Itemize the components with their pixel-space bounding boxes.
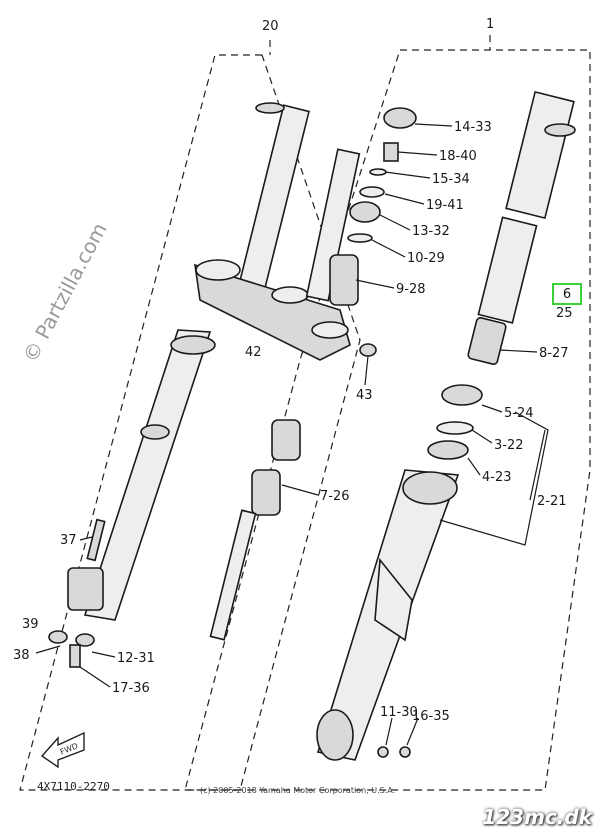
seal-stack: [427, 384, 483, 460]
callout-16-35: 16-35: [412, 709, 450, 724]
callout-39: 39: [22, 617, 39, 632]
label-right-assembly: 1: [486, 17, 494, 32]
brand-logo: 123mc.dk: [482, 805, 592, 829]
callout-43: 43: [356, 388, 373, 403]
copyright-text: (c) 2005-2018 Yamaha Motor Corporation, …: [200, 786, 396, 795]
damper-parts: [347, 107, 417, 243]
left-fork-outer: [67, 329, 216, 621]
diagram-code: 4X7110-2270: [37, 780, 110, 793]
callout-13-32: 13-32: [412, 224, 450, 239]
right-fork-tube: [467, 90, 576, 365]
callout-17-36: 17-36: [112, 681, 150, 696]
callout-18-40: 18-40: [439, 149, 477, 164]
callout-10-29: 10-29: [407, 251, 445, 266]
callout-7-26: 7-26: [320, 489, 350, 504]
fwd-arrow-icon: FWD: [40, 731, 85, 769]
callout-25: 25: [556, 306, 573, 321]
callout-42: 42: [245, 345, 262, 360]
callout-15-34: 15-34: [432, 172, 470, 187]
callout-8-27: 8-27: [539, 346, 569, 361]
center-stem: [209, 148, 361, 641]
callout-2-21: 2-21: [537, 494, 567, 509]
callout-14-33: 14-33: [454, 120, 492, 135]
callout-3-22: 3-22: [494, 438, 524, 453]
callout-9-28: 9-28: [396, 282, 426, 297]
left-fork-tube: [231, 102, 310, 317]
callout-19-41: 19-41: [426, 198, 464, 213]
right-fork-outer: [316, 469, 460, 761]
label-left-assembly: 20: [262, 19, 279, 34]
callout-37: 37: [60, 533, 77, 548]
leader-lines: [35, 123, 549, 746]
callout-38: 38: [13, 648, 30, 663]
selected-part-6-hotspot[interactable]: 6: [552, 283, 582, 305]
callout-12-31: 12-31: [117, 651, 155, 666]
callout-4-23: 4-23: [482, 470, 512, 485]
callout-5-24: 5-24: [504, 406, 534, 421]
callout-11-30: 11-30: [380, 705, 418, 720]
left-assembly-outline: [19, 54, 361, 791]
bolts: [48, 343, 411, 758]
